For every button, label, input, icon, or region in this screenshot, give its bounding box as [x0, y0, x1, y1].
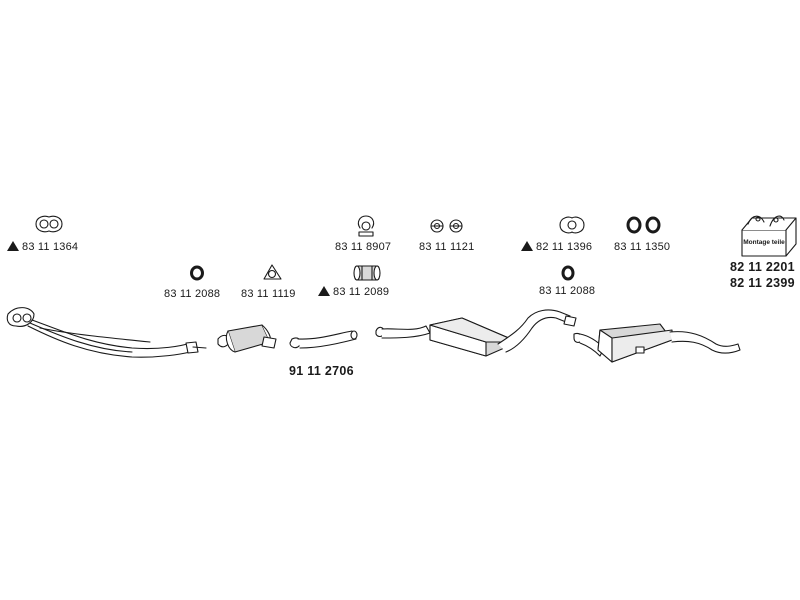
- gasket-three-hole-part: [264, 265, 281, 279]
- label-83-11-1119: 83 11 1119: [241, 288, 296, 300]
- intermediate-pipe: [290, 331, 357, 348]
- warning-triangle-icon: [7, 241, 19, 251]
- front-muffler: [376, 310, 576, 356]
- label-83-11-2088-left: 83 11 2088: [164, 288, 220, 300]
- part-number: 83 11 2089: [333, 286, 390, 298]
- label-83-11-2088-right: 83 11 2088: [539, 285, 595, 297]
- gaskets-pair-part: [431, 220, 462, 232]
- part-number: 83 11 1119: [241, 288, 296, 300]
- label-83-11-8907: 83 11 8907: [335, 241, 391, 253]
- label-91-11-2706: 91 11 2706: [289, 364, 354, 378]
- label-82-11-2399: 82 11 2399: [730, 276, 795, 290]
- part-number: 83 11 2088: [539, 285, 596, 297]
- part-number: 82 11 1396: [536, 241, 593, 253]
- clamp-part: [358, 216, 373, 236]
- ring-left-part: [192, 267, 203, 279]
- part-number: 82 11 2201: [730, 260, 795, 274]
- part-number: 83 11 2088: [164, 288, 221, 300]
- label-83-11-2089: 83 11 2089: [318, 286, 389, 298]
- mounting-kit-box-icon: [742, 216, 796, 256]
- part-number: 91 11 2706: [289, 364, 354, 378]
- mounting-kit-box-text: Montage teile: [743, 239, 785, 246]
- label-83-11-1121: 83 11 1121: [419, 241, 474, 253]
- part-number: 83 11 8907: [335, 241, 392, 253]
- label-82-11-2201: 82 11 2201: [730, 260, 795, 274]
- sleeve-part: [354, 266, 380, 280]
- part-number: 83 11 1350: [614, 241, 671, 253]
- catalytic-converter: [218, 325, 276, 352]
- front-down-pipe: [7, 308, 206, 358]
- rubber-rings-part: [628, 218, 659, 232]
- gasket-oval-top-left: [36, 216, 62, 231]
- part-number: 83 11 1121: [419, 241, 475, 253]
- label-83-11-1364: 83 11 1364: [7, 241, 78, 253]
- warning-triangle-icon: [318, 286, 330, 296]
- label-82-11-1396: 82 11 1396: [521, 241, 592, 253]
- part-number: 82 11 2399: [730, 276, 795, 290]
- gasket-ring-part: [560, 217, 584, 233]
- part-number: 83 11 1364: [22, 241, 79, 253]
- ring-right-part: [563, 267, 573, 279]
- rear-muffler: [574, 324, 740, 362]
- label-83-11-1350: 83 11 1350: [614, 241, 670, 253]
- warning-triangle-icon: [521, 241, 533, 251]
